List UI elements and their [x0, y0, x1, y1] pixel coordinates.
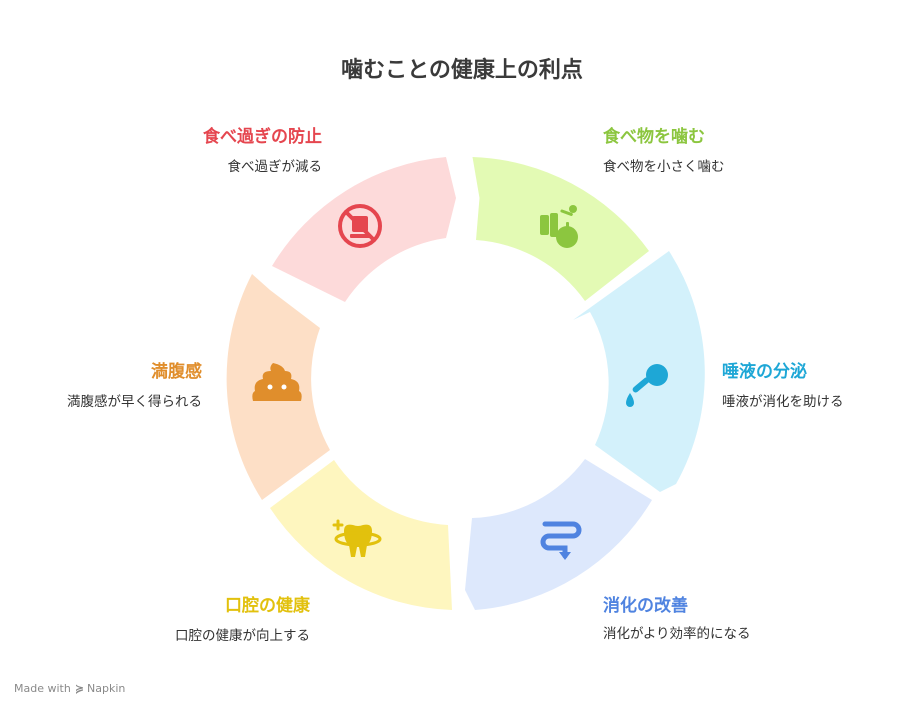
footer-credit: Made with≽Napkin — [14, 682, 125, 695]
chewing-icon-stem — [566, 222, 569, 228]
segment-chewing-food — [472, 157, 649, 301]
fullness-icon-eye-right — [281, 384, 287, 390]
fullness-icon-smile — [269, 392, 285, 397]
segment-digestion — [465, 459, 652, 610]
chewing-icon-bar-left — [540, 215, 549, 235]
no-overeating-icon — [338, 204, 382, 248]
chewing-food-apple-icon — [540, 205, 578, 248]
digestion-intestine-icon — [540, 521, 582, 560]
desc-prevent-overeating: 食べ過ぎが減る — [227, 159, 323, 175]
segment-prevent-overeating — [272, 157, 456, 302]
chewing-icon-bar-mid — [550, 213, 558, 237]
no-overeating-icon-circle — [338, 204, 382, 248]
desc-digestion: 消化がより効率的になる — [603, 626, 751, 642]
no-overeating-icon-slash — [344, 210, 376, 242]
desc-saliva: 唾液が消化を助ける — [722, 394, 844, 410]
desc-oral-health: 口腔の健康が向上する — [175, 628, 310, 644]
chewing-icon-apple — [556, 226, 578, 248]
footer-brand: Napkin — [87, 682, 126, 695]
label-digestion: 消化の改善 — [603, 596, 688, 616]
saliva-dropper-icon — [626, 364, 668, 407]
chewing-icon-utensil — [560, 209, 573, 216]
saliva-icon-tube — [632, 377, 650, 393]
digestion-icon-path — [540, 521, 582, 559]
saliva-icon-bulb — [646, 364, 668, 386]
oral-icon-orbit — [334, 531, 382, 547]
no-overeating-icon-plate — [350, 234, 370, 238]
desc-chewing-food: 食べ物を小さく噛む — [603, 159, 725, 175]
label-fullness: 満腹感 — [151, 362, 202, 382]
fullness-icon-eye-left — [267, 384, 273, 390]
saliva-icon-drop — [626, 393, 634, 407]
oral-icon-sparkle — [332, 519, 344, 531]
segment-fullness — [226, 274, 330, 500]
chewing-icon-bubble — [569, 205, 577, 213]
napkin-logo-icon: ≽ — [74, 682, 85, 695]
label-saliva: 唾液の分泌 — [722, 362, 807, 382]
fullness-poop-icon — [252, 363, 302, 401]
segment-oral-health — [270, 460, 452, 610]
fullness-icon-body — [252, 363, 302, 401]
footer-made-with: Made with — [14, 682, 71, 695]
label-oral-health: 口腔の健康 — [225, 596, 310, 616]
digestion-icon-arrow — [559, 552, 571, 560]
label-chewing-food: 食べ物を噛む — [603, 127, 705, 147]
segment-saliva — [573, 251, 705, 492]
segment-arc-saliva — [573, 251, 705, 492]
diagram-title: 噛むことの健康上の利点 — [341, 58, 583, 83]
oral-health-tooth-icon — [332, 519, 382, 557]
desc-fullness: 満腹感が早く得られる — [67, 394, 202, 410]
label-prevent-overeating: 食べ過ぎの防止 — [203, 127, 322, 147]
